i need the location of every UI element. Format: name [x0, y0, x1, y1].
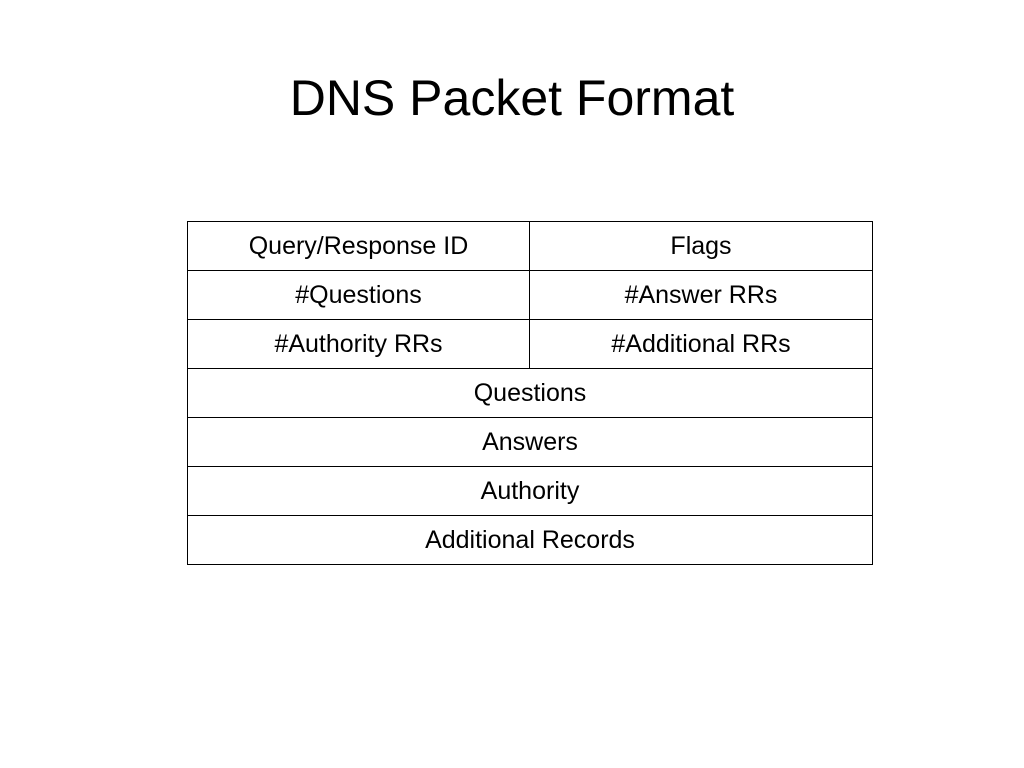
- packet-row-questions: Questions: [187, 368, 873, 418]
- field-num-answer-rrs: #Answer RRs: [529, 270, 873, 320]
- packet-row-authority: Authority: [187, 466, 873, 516]
- packet-row-counts-1: #Questions #Answer RRs: [187, 270, 873, 320]
- section-additional-records: Additional Records: [187, 515, 873, 565]
- field-num-authority-rrs: #Authority RRs: [187, 319, 530, 369]
- packet-row-answers: Answers: [187, 417, 873, 467]
- field-num-questions: #Questions: [187, 270, 530, 320]
- slide-title: DNS Packet Format: [289, 70, 735, 126]
- packet-row-counts-2: #Authority RRs #Additional RRs: [187, 319, 873, 369]
- section-answers: Answers: [187, 417, 873, 467]
- field-flags: Flags: [529, 221, 873, 271]
- field-num-additional-rrs: #Additional RRs: [529, 319, 873, 369]
- packet-row-id-flags: Query/Response ID Flags: [187, 221, 873, 271]
- dns-packet-table: Query/Response ID Flags #Questions #Answ…: [187, 221, 873, 565]
- field-query-response-id: Query/Response ID: [187, 221, 530, 271]
- section-authority: Authority: [187, 466, 873, 516]
- packet-row-additional-records: Additional Records: [187, 515, 873, 565]
- section-questions: Questions: [187, 368, 873, 418]
